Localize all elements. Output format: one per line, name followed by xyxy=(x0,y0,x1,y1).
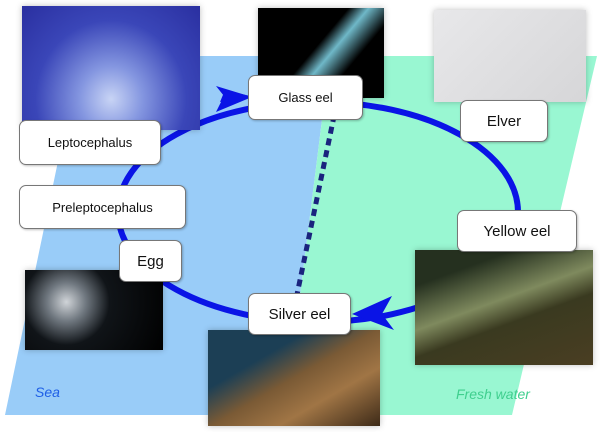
arrowhead-to-glass-eel-2 xyxy=(216,86,252,112)
silver-eel-photo xyxy=(208,330,380,426)
stage-glass-eel: Glass eel xyxy=(248,75,363,120)
egg-photo xyxy=(25,270,163,350)
stage-egg: Egg xyxy=(119,240,182,282)
arrowhead-to-silver-eel xyxy=(352,296,394,330)
stage-silver-eel: Silver eel xyxy=(248,293,351,335)
sea-label: Sea xyxy=(35,384,60,400)
stage-leptocephalus: Leptocephalus xyxy=(19,120,161,165)
fresh-water-label: Fresh water xyxy=(456,386,530,402)
stage-yellow-eel: Yellow eel xyxy=(457,210,577,252)
stage-preleptocephalus: Preleptocephalus xyxy=(19,185,186,229)
elver-photo xyxy=(434,10,586,102)
yellow-eel-photo xyxy=(415,250,593,365)
leptocephalus-photo xyxy=(22,6,200,130)
stage-elver: Elver xyxy=(460,100,548,142)
